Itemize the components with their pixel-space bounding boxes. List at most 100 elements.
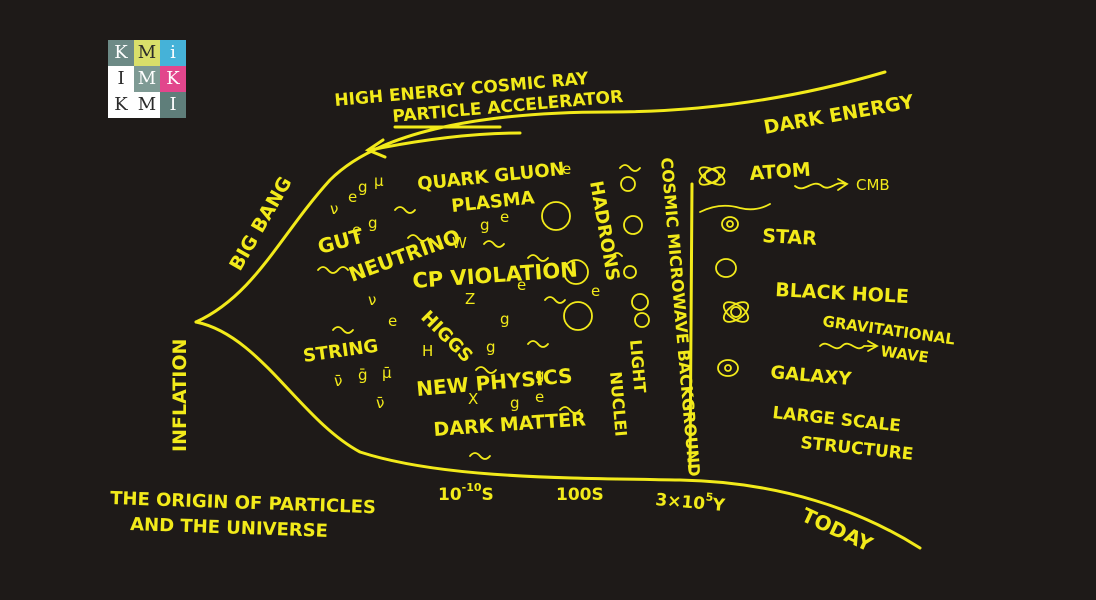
gluon-squiggle	[611, 252, 623, 257]
label-nuclei: NUCLEI	[606, 371, 631, 438]
gluon-squiggle	[332, 326, 354, 334]
gluon-squiggle	[469, 452, 491, 460]
atom-orbit	[698, 166, 726, 186]
label-wave: WAVE	[879, 342, 929, 367]
symbol-e: e	[352, 221, 361, 239]
cmb-arrowhead	[837, 178, 849, 191]
nucleus-circle	[623, 265, 637, 279]
black-hole-icon	[722, 301, 750, 323]
symbol-e: e	[388, 312, 397, 330]
logo-cell: M	[134, 40, 160, 66]
hadron-circle	[563, 301, 593, 331]
time-1-unit: S	[482, 485, 494, 505]
label-light: LIGHT	[626, 339, 650, 394]
symbol-nu-bar: ν̄	[334, 372, 342, 390]
cmb-divider-line	[688, 182, 694, 472]
time-marker-1e-10s: 10-10S	[438, 481, 494, 505]
time-3-base: 3×10	[655, 490, 706, 514]
symbol-x: X	[468, 390, 478, 408]
symbol-mu-bar: μ̄	[382, 364, 392, 382]
symbol-h: H	[422, 342, 433, 360]
symbol-z: Z	[465, 290, 475, 308]
symbol-nu: ν	[330, 200, 338, 218]
symbol-g: g	[510, 394, 520, 412]
symbol-nu: ν	[368, 291, 376, 309]
label-today: TODAY	[798, 503, 877, 557]
gluon-squiggle	[559, 406, 581, 414]
logo-cell: M	[134, 92, 160, 118]
label-galaxy: GALAXY	[770, 362, 854, 390]
label-origin-line2: AND THE UNIVERSE	[130, 514, 328, 542]
label-cp-violation: CP VIOLATION	[412, 257, 579, 292]
symbol-e: e	[500, 208, 509, 226]
symbol-mu: μ	[374, 172, 384, 190]
black-hole-icon	[722, 301, 750, 323]
lower-boundary-curve	[194, 320, 922, 550]
gluon-squiggle	[527, 254, 549, 262]
symbol-g: g	[368, 214, 378, 232]
logo-cell: I	[160, 92, 186, 118]
star-icon	[715, 258, 737, 278]
star-core-icon	[726, 220, 734, 228]
time-3-exp: 5	[705, 490, 714, 504]
symbol-g: g	[535, 366, 545, 384]
logo-cell: K	[160, 66, 186, 92]
symbol-w: W	[452, 234, 467, 252]
label-cmb: CMB	[856, 176, 890, 194]
symbol-e: e	[591, 282, 600, 300]
gluon-squiggle	[407, 234, 429, 242]
symbol-g: g	[500, 310, 510, 328]
symbol-g: g	[486, 338, 496, 356]
label-new-physics: NEW PHYSICS	[415, 363, 573, 401]
symbol-e: e	[562, 160, 571, 178]
star-icon	[721, 216, 739, 232]
symbol-e: e	[517, 276, 526, 294]
label-dark-matter: DARK MATTER	[433, 408, 587, 441]
label-star: STAR	[762, 225, 818, 250]
logo-cell: K	[108, 92, 134, 118]
accelerator-arrowhead	[364, 138, 387, 159]
atom-orbit	[698, 166, 726, 186]
logo-cell: I	[108, 66, 134, 92]
label-structure: STRUCTURE	[799, 433, 914, 465]
logo-cell: M	[134, 66, 160, 92]
time-1-base: 10	[438, 485, 462, 505]
galaxy-core-icon	[724, 364, 732, 372]
gluon-squiggle	[544, 296, 566, 304]
hadron-circle	[541, 201, 571, 231]
grav-wave-arrow	[819, 342, 877, 350]
label-black-hole: BLACK HOLE	[775, 279, 910, 308]
galaxy-icon	[717, 359, 739, 377]
symbol-e: e	[348, 188, 357, 206]
symbol-e: e	[535, 388, 544, 406]
time-marker-3e5y: 3×105Y	[655, 486, 727, 516]
nucleus-circle	[634, 312, 650, 328]
gluon-squiggle	[619, 164, 641, 172]
gluon-squiggle	[475, 366, 497, 374]
gluon-squiggle	[317, 266, 349, 274]
label-inflation: INFLATION	[169, 339, 191, 452]
symbol-g-bar: ḡ	[358, 366, 368, 384]
symbol-nu-bar: ν̄	[376, 394, 384, 412]
cmb-line	[699, 203, 771, 213]
cmb-arrow	[794, 182, 846, 190]
hadron-circle	[563, 259, 589, 285]
time-1-exp: -10	[462, 481, 482, 494]
time-marker-100s: 100S	[556, 485, 604, 505]
grav-wave-arrowhead	[867, 340, 879, 352]
label-big-bang: BIG BANG	[225, 173, 296, 274]
label-atom: ATOM	[749, 159, 812, 185]
accelerator-arrow	[368, 131, 522, 152]
symbol-g: g	[358, 178, 368, 196]
nucleus-circle	[623, 215, 643, 235]
kmi-logo: K M i I M K K M I	[108, 40, 186, 118]
logo-cell: K	[108, 40, 134, 66]
label-plasma: PLASMA	[450, 187, 535, 217]
label-large-scale: LARGE SCALE	[771, 403, 901, 436]
label-hadrons: HADRONS	[585, 179, 623, 282]
label-quark-gluon: QUARK GLUON	[416, 159, 565, 195]
label-dark-energy: DARK ENERGY	[762, 91, 916, 139]
black-hole-core-icon	[730, 306, 742, 318]
